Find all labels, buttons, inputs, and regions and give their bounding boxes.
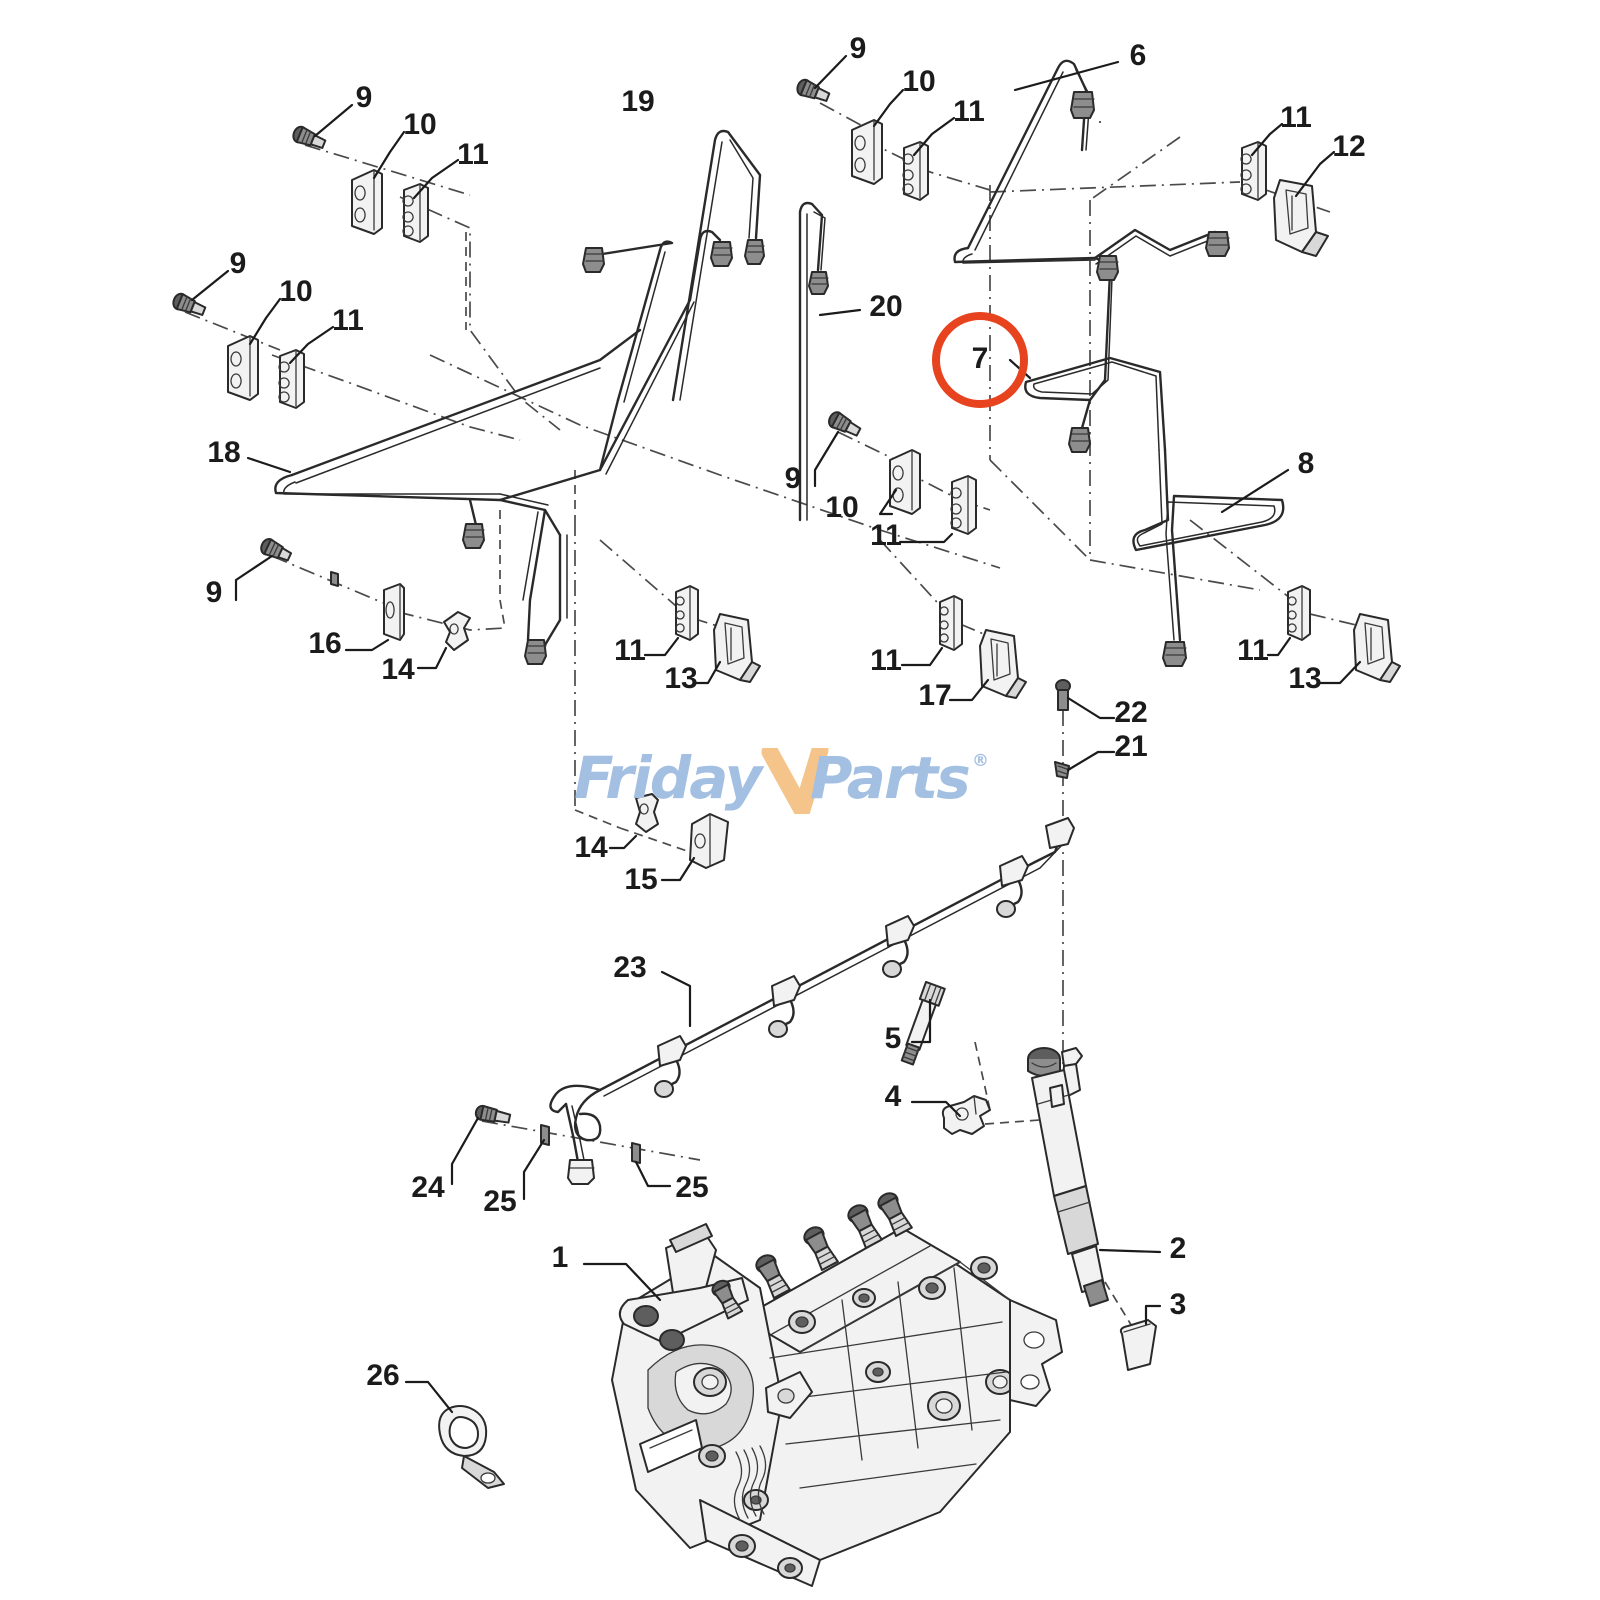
banjo-bolt-and-washers (450, 1104, 672, 1201)
callout-label-fuel-leak-off-pipe: 23 (613, 951, 646, 984)
callout-label-line-clamp-11: 11 (457, 138, 489, 171)
fuel-injector-2 (1027, 1047, 1162, 1371)
callout-label-bracket-14: 14 (574, 831, 608, 864)
fuel-injection-pump-1 (582, 1192, 1063, 1587)
callout-label-bolt-9: 9 (850, 32, 867, 65)
callout-label-rubber-cushion-17: 17 (918, 679, 951, 712)
highlight-circle-item-7 (932, 312, 1028, 408)
callout-label-line-clamp-11: 11 (953, 95, 985, 128)
fuel-line-7 (1008, 121, 1230, 453)
callout-label-screw-21: 21 (1114, 730, 1147, 763)
callout-label-sealing-washer-25: 25 (675, 1171, 708, 1204)
callout-label-clamp-bracket-10: 10 (825, 491, 858, 524)
clamp-brackets-10 (227, 88, 921, 516)
callout-label-fuel-injection-pump: 1 (552, 1241, 569, 1274)
stud-22-screw-21 (1054, 679, 1116, 779)
callout-label-fuel-line-7: 7 (972, 342, 989, 375)
callout-label-injector-stud-bolt: 5 (885, 1022, 902, 1055)
callout-label-fuel-line-19: 19 (621, 85, 654, 118)
callout-label-fuel-line-18: 18 (207, 436, 240, 469)
callout-label-clamp-bracket-10: 10 (902, 65, 935, 98)
callout-label-bolt-9: 9 (230, 247, 247, 280)
callout-label-fuel-line-6: 6 (1130, 39, 1147, 72)
callout-label-fuel-line-8: 8 (1298, 447, 1315, 480)
callout-label-fuel-injector-nozzle-holder: 2 (1170, 1232, 1187, 1265)
callout-label-rubber-cushion-13: 13 (664, 662, 697, 695)
callout-label-clamp-bracket-10: 10 (279, 275, 312, 308)
callout-label-injector-clamp: 4 (885, 1080, 902, 1113)
callout-label-bolt-9: 9 (206, 576, 223, 609)
fuel-line-20 (798, 201, 862, 522)
callout-label-clamp-bracket-10: 10 (403, 108, 436, 141)
callout-label-line-clamp-11: 11 (1237, 634, 1269, 667)
pump-boss-bolts (698, 1256, 1015, 1511)
callout-label-rubber-cushion-12: 12 (1332, 130, 1365, 163)
fuel-line-6 (953, 59, 1120, 264)
assembly-axis-lines (184, 102, 1361, 1329)
brackets-14-15-16 (344, 583, 729, 882)
callout-label-line-clamp-11: 11 (870, 519, 902, 552)
callout-label-p-clamp-26: 26 (366, 1359, 399, 1392)
callout-label-bolt-9: 9 (785, 462, 802, 495)
fuel-line-19 (671, 129, 765, 402)
callout-label-line-clamp-11: 11 (332, 304, 364, 337)
rubber-cushions (694, 150, 1401, 702)
callout-label-fuel-line-20: 20 (869, 290, 902, 323)
callout-label-banjo-bolt-24: 24 (411, 1171, 445, 1204)
callout-label-line-clamp-11: 11 (870, 644, 902, 677)
p-clamp-26 (404, 1380, 505, 1489)
fuel-leak-off-pipe-23 (549, 817, 1075, 1185)
callout-label-stud-22: 22 (1114, 696, 1147, 729)
callout-label-bolt-9: 9 (356, 81, 373, 114)
callout-label-rubber-cushion-13: 13 (1288, 662, 1321, 695)
injector-stud-and-clamp (900, 981, 991, 1135)
callout-label-bracket-16: 16 (308, 627, 341, 660)
callout-label-line-clamp-11: 11 (614, 634, 646, 667)
line-clamps-11 (278, 116, 1311, 667)
fuel-line-18 (246, 328, 642, 549)
delivery-valve-holders (711, 1192, 913, 1320)
callout-label-sealing-washer-25: 25 (483, 1185, 516, 1218)
callout-label-line-clamp-11: 11 (1280, 101, 1312, 134)
fuel-line-cluster-left (522, 229, 733, 665)
callout-label-bracket-14: 14 (381, 653, 415, 686)
fuel-line-8 (1132, 448, 1290, 667)
sealing-washer-right (631, 1142, 641, 1164)
callout-label-bracket-15: 15 (624, 863, 657, 896)
bolts-9 (172, 54, 862, 602)
callout-label-nozzle-protection-cap: 3 (1170, 1288, 1187, 1321)
